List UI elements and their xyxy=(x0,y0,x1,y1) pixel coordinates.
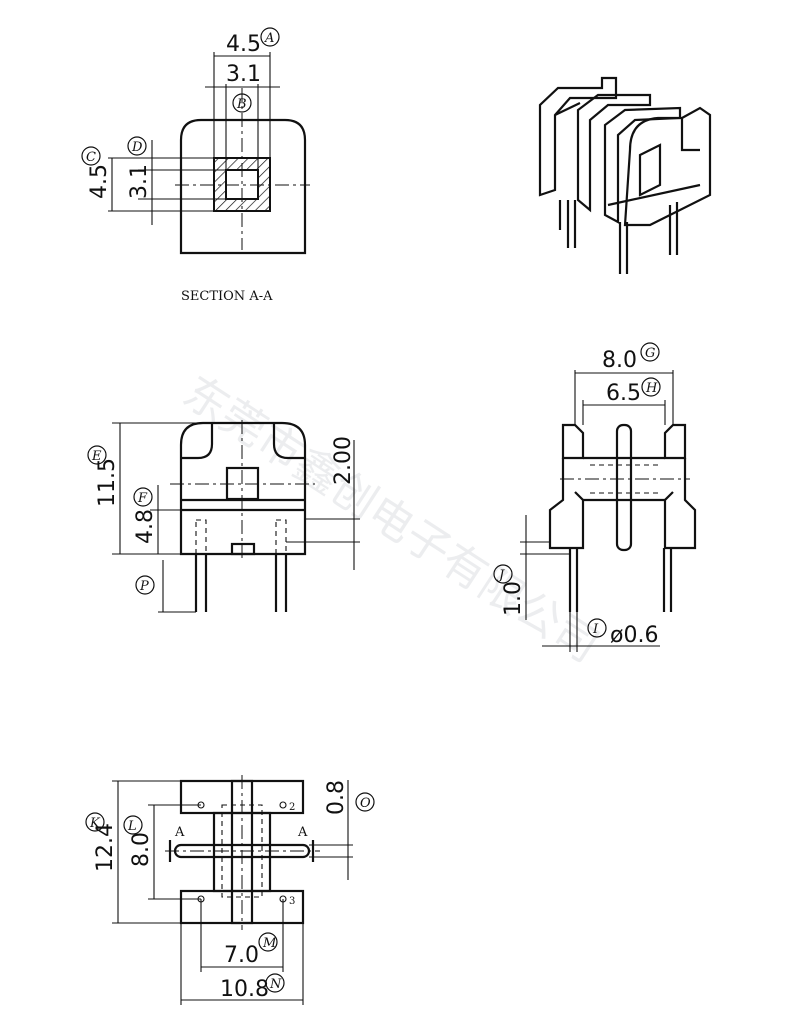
dim-d-label: D xyxy=(131,140,143,155)
dim-h-value: 6.5 xyxy=(606,381,641,406)
dim-f-label: F xyxy=(137,491,148,506)
dim-c-value: 4.5 xyxy=(87,164,112,199)
front-view: 11.5 E 4.8 F P 2.00 xyxy=(87,420,360,613)
dim-j-label: J xyxy=(496,568,505,583)
dim-n-label: N xyxy=(269,977,282,992)
watermark-text: 东莞市鑫创电子有限公司 xyxy=(174,366,608,672)
section-mark-right: A xyxy=(297,825,308,840)
bottom-view: 2 3 A A 12.4 K 8.0 L 0.8 O 7.0 M xyxy=(85,775,375,1005)
dim-e-value: 11.5 xyxy=(95,458,120,507)
dim-n-value: 10.8 xyxy=(220,977,269,1002)
dim-i-value: ø0.6 xyxy=(610,623,658,648)
section-mark-left: A xyxy=(174,825,185,840)
dim-front-height-value: 2.00 xyxy=(331,436,356,485)
dim-o-label: O xyxy=(360,796,371,811)
dim-a-label: A xyxy=(264,31,274,46)
pin-number-2: 2 xyxy=(289,802,295,813)
side-view: 8.0 G 6.5 H 1.0 J I ø0.6 xyxy=(493,342,697,652)
dim-i-label: I xyxy=(592,622,599,637)
section-caption: SECTION A-A xyxy=(181,289,273,304)
dim-g-value: 8.0 xyxy=(602,348,637,373)
dim-g-label: G xyxy=(645,346,655,361)
dim-k-label: K xyxy=(89,816,101,831)
isometric-view xyxy=(538,76,712,274)
dim-j-value: 1.0 xyxy=(501,581,526,616)
dim-p-label: P xyxy=(139,579,149,594)
dim-b-value: 3.1 xyxy=(226,62,261,87)
dim-f-value: 4.8 xyxy=(133,509,158,544)
pin-number-3: 3 xyxy=(289,896,295,907)
dim-o-value: 0.8 xyxy=(324,780,349,815)
dim-a-value: 4.5 xyxy=(226,32,261,57)
section-a-a-view: 4.5 A 3.1 B 4.5 C 3.1 D SECTION A-A xyxy=(81,27,310,304)
dim-d-value: 3.1 xyxy=(127,164,152,199)
dim-h-label: H xyxy=(645,381,658,396)
dim-m-value: 7.0 xyxy=(224,943,259,968)
dim-c-label: C xyxy=(86,150,96,165)
dim-b-label: B xyxy=(236,97,247,112)
dim-e-label: E xyxy=(91,449,102,464)
dim-l-value: 8.0 xyxy=(129,832,154,867)
dim-m-label: M xyxy=(262,936,277,951)
dim-l-label: L xyxy=(127,819,137,834)
